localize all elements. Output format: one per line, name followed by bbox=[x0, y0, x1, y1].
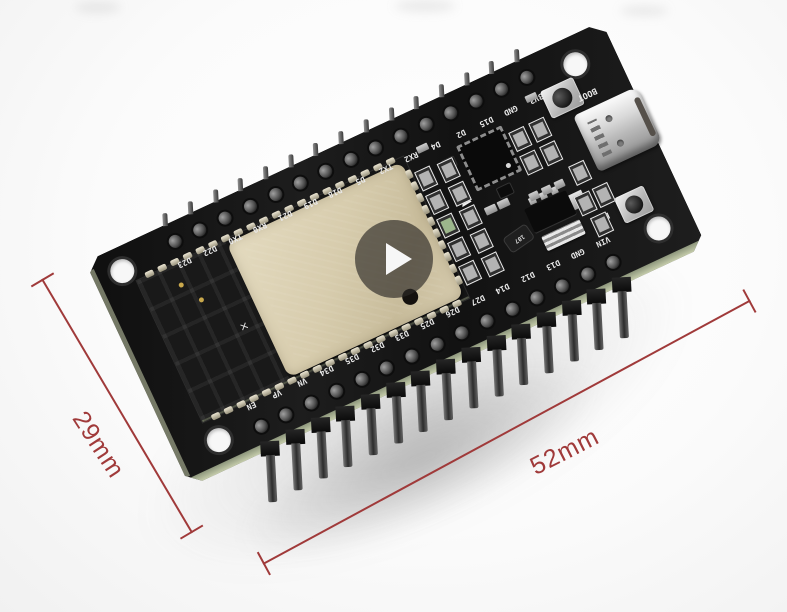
smd-resistor bbox=[470, 228, 494, 254]
mounting-hole bbox=[643, 213, 675, 245]
pin-label-top: GND bbox=[502, 103, 520, 118]
smd-capacitor bbox=[496, 197, 510, 209]
pin-pad bbox=[367, 139, 384, 156]
header-pin bbox=[586, 288, 606, 356]
header-pin bbox=[485, 335, 506, 402]
mounting-hole bbox=[559, 48, 591, 80]
pin-stub bbox=[388, 107, 395, 121]
smd-resistor bbox=[459, 204, 483, 230]
pin-stub bbox=[162, 212, 169, 227]
pin-pad bbox=[579, 266, 596, 283]
header-pin bbox=[561, 300, 581, 367]
pin-pad bbox=[392, 128, 409, 145]
header-pin bbox=[259, 440, 280, 508]
pin-pad bbox=[468, 92, 485, 109]
pin-stub bbox=[438, 84, 445, 98]
mounting-hole bbox=[106, 255, 138, 287]
header-pin bbox=[310, 417, 330, 484]
pin-stub bbox=[413, 95, 420, 110]
pin-pad bbox=[442, 104, 459, 121]
smd-resistor bbox=[539, 140, 563, 166]
pin-stub bbox=[313, 142, 319, 156]
pin-stub bbox=[212, 189, 219, 203]
pin-stub bbox=[338, 131, 344, 145]
tantalum-capacitor: 107 bbox=[503, 224, 533, 252]
pin-pad bbox=[417, 116, 434, 133]
pin-pad bbox=[554, 277, 571, 294]
pin-pad bbox=[378, 359, 395, 376]
pin-label-bottom: D12 bbox=[519, 269, 537, 284]
capacitor-marking: 107 bbox=[512, 232, 526, 245]
pin-label-bottom: GND bbox=[569, 246, 587, 261]
pin-pad bbox=[217, 210, 234, 227]
smd-resistor bbox=[568, 160, 592, 186]
smd-transistor bbox=[497, 183, 514, 198]
photo-artifact bbox=[620, 6, 668, 16]
header-pin bbox=[510, 323, 531, 391]
play-icon bbox=[386, 243, 412, 275]
pin-stub bbox=[513, 49, 520, 63]
header-pin bbox=[611, 276, 632, 344]
photo-artifact bbox=[75, 2, 121, 13]
header-pin bbox=[385, 382, 406, 449]
pin-stub bbox=[488, 60, 495, 75]
pin-label-bottom: D13 bbox=[544, 257, 562, 273]
usb-shell-dimple bbox=[604, 113, 614, 124]
smd-resistor bbox=[481, 251, 505, 277]
pin-pad bbox=[166, 233, 183, 250]
header-pin bbox=[535, 311, 556, 379]
usb-shell-dimple bbox=[615, 138, 626, 148]
pin-pad bbox=[191, 221, 208, 238]
pin-label-bottom: D14 bbox=[494, 281, 511, 296]
pin-pad bbox=[328, 383, 345, 400]
pin-pad bbox=[453, 324, 470, 341]
pin-pad bbox=[267, 186, 284, 203]
pin-pad bbox=[493, 81, 510, 98]
pin-pad bbox=[428, 336, 445, 353]
header-pin bbox=[410, 370, 431, 438]
pin-pad bbox=[504, 301, 521, 318]
smd-capacitor bbox=[528, 190, 540, 201]
pin-stub bbox=[363, 119, 369, 133]
pin-stub bbox=[187, 201, 194, 215]
header-pin bbox=[460, 346, 481, 414]
photo-artifact bbox=[395, 0, 455, 12]
smd-capacitor bbox=[553, 178, 565, 189]
pin-pad bbox=[353, 371, 370, 388]
pin-stub bbox=[287, 154, 294, 168]
pin-stub bbox=[463, 72, 470, 86]
pin-pad bbox=[253, 418, 270, 435]
play-button[interactable] bbox=[355, 220, 433, 298]
pin-pad bbox=[303, 394, 320, 411]
pin-pad bbox=[604, 254, 621, 271]
pin-pad bbox=[242, 198, 259, 215]
header-pin bbox=[284, 428, 305, 496]
mounting-hole bbox=[203, 424, 235, 456]
pin-pad bbox=[403, 348, 420, 365]
height-dimension-label: 29mm bbox=[66, 406, 131, 484]
pin-pad bbox=[518, 69, 535, 86]
width-dimension-label: 52mm bbox=[525, 422, 604, 481]
smd-resistor bbox=[519, 149, 543, 175]
pin-stub bbox=[237, 177, 244, 192]
pin-stub bbox=[262, 166, 269, 180]
pin-pad bbox=[479, 312, 496, 329]
pin-pad bbox=[292, 174, 309, 191]
header-pin bbox=[335, 405, 355, 473]
smd-resistor bbox=[437, 157, 461, 183]
smd-resistor bbox=[528, 117, 552, 143]
pin-pad bbox=[529, 289, 546, 306]
pin-pad bbox=[342, 151, 359, 168]
smd-capacitor bbox=[484, 203, 498, 215]
header-pin bbox=[360, 393, 380, 461]
pin-pad bbox=[317, 163, 334, 180]
header-pin bbox=[435, 358, 456, 426]
pin-pad bbox=[278, 406, 295, 423]
